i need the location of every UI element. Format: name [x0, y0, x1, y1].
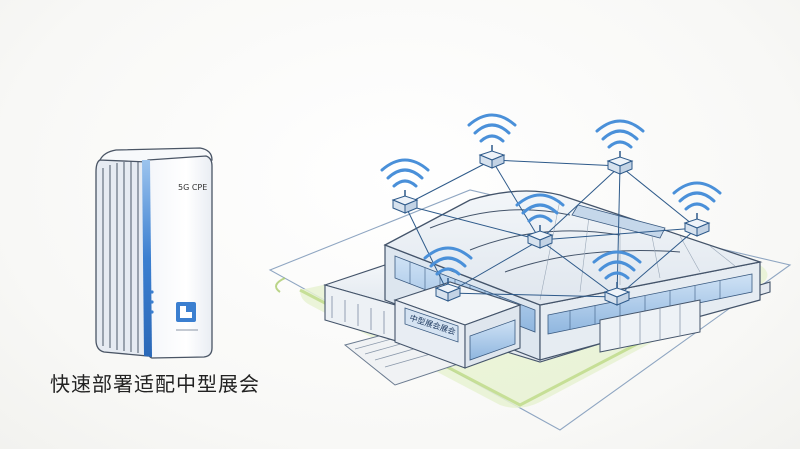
- network-links: [404, 159, 698, 298]
- wifi-icon: [423, 246, 473, 276]
- building-icon: 中型展会展会: [268, 189, 792, 431]
- wifi-icon: [380, 158, 430, 188]
- access-point-7: [592, 250, 642, 306]
- router-icon: [603, 282, 631, 306]
- access-point-2: [467, 113, 517, 169]
- router-icon: [683, 213, 711, 237]
- wifi-icon: [595, 119, 645, 149]
- access-point-1: [380, 158, 430, 214]
- router-icon: [478, 145, 506, 169]
- access-point-6: [423, 246, 473, 302]
- router-icon: [391, 190, 419, 214]
- wifi-icon: [467, 113, 517, 143]
- access-point-3: [595, 119, 645, 175]
- caption-text: 快速部署适配中型展会: [50, 372, 260, 396]
- wifi-icon: [515, 193, 565, 223]
- cpe-device-icon: 5G CPE: [95, 147, 213, 359]
- cpe-label: 5G CPE: [178, 183, 207, 192]
- router-icon: [606, 151, 634, 175]
- router-icon: [526, 225, 554, 249]
- router-icon: [434, 278, 462, 302]
- access-point-5: [672, 181, 722, 237]
- wifi-icon: [672, 181, 722, 211]
- cpe-logo-icon: [176, 302, 196, 322]
- access-point-4: [515, 193, 565, 249]
- wifi-icon: [592, 250, 642, 280]
